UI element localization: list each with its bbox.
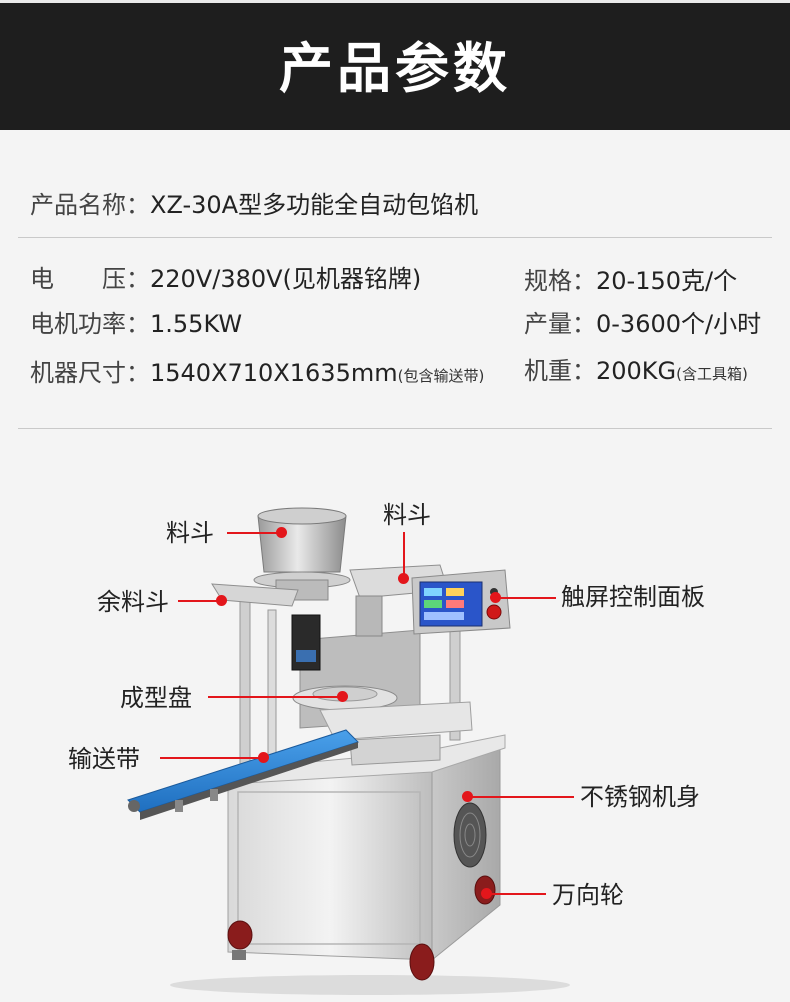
callout-touch-panel: 触屏控制面板 (561, 583, 705, 611)
conveyor-belt (127, 729, 359, 820)
cabinet-front (227, 769, 433, 961)
line-hopper-top (403, 532, 405, 576)
line-steel-body (470, 796, 574, 798)
callout-hopper-left: 料斗 (166, 519, 214, 547)
dot-steel-body (462, 791, 473, 802)
spec-product-name: 产品名称：XZ-30A型多功能全自动包馅机 (30, 190, 478, 220)
column-left (239, 599, 251, 771)
size-value: 1540X710X1635mm (150, 359, 398, 387)
dot-hopper-left (276, 527, 287, 538)
spec-spec: 规格：20-150克/个 (524, 266, 737, 296)
spec-size: 机器尺寸：1540X710X1635mm(包含输送带) (30, 358, 484, 391)
callout-residue-hopper: 余料斗 (97, 588, 169, 616)
caster-front-left (227, 920, 253, 960)
line-touch-panel (498, 597, 556, 599)
spec-value: 20-150克/个 (596, 267, 738, 295)
dot-conveyor (258, 752, 269, 763)
voltage-label-2: 压： (102, 265, 150, 293)
dot-touch-panel (490, 592, 501, 603)
weight-note: (含工具箱) (676, 365, 748, 383)
product-name-value: XZ-30A型多功能全自动包馅机 (150, 191, 479, 219)
product-name-label: 产品名称： (30, 191, 150, 219)
page-title: 产品参数 (279, 37, 511, 100)
size-note: (包含输送带) (397, 367, 485, 385)
divider-bottom (18, 428, 772, 429)
cabinet-door (237, 791, 421, 945)
output-value: 0-3600个/小时 (596, 310, 762, 338)
power-value: 1.55KW (150, 310, 243, 338)
weight-label: 机重： (524, 357, 596, 385)
line-residue-hopper (178, 600, 218, 602)
callout-hopper-top: 料斗 (383, 501, 431, 529)
line-casters (490, 893, 546, 895)
divider-top (18, 237, 772, 238)
callout-conveyor: 输送带 (68, 745, 140, 773)
spec-output: 产量：0-3600个/小时 (524, 309, 761, 339)
spec-power: 电机功率：1.55KW (30, 309, 242, 339)
output-label: 产量： (524, 310, 596, 338)
dot-residue-hopper (216, 595, 227, 606)
size-label: 机器尺寸： (30, 359, 150, 387)
callout-forming-plate: 成型盘 (120, 684, 192, 712)
callout-steel-body: 不锈钢机身 (580, 783, 700, 811)
line-conveyor (160, 757, 260, 759)
caster-front-right (409, 943, 435, 981)
voltage-label-1: 电 (30, 265, 54, 293)
emergency-stop (486, 604, 502, 620)
spec-label: 规格： (524, 267, 596, 295)
control-panel (411, 569, 511, 635)
spec-voltage: 电 压：220V/380V(见机器铭牌) (30, 264, 421, 294)
front-deck (319, 701, 473, 741)
callout-casters: 万向轮 (552, 881, 624, 909)
spec-weight: 机重：200KG(含工具箱) (524, 356, 748, 389)
fan-vent (453, 802, 487, 868)
column-mid (267, 609, 277, 761)
shadow (170, 975, 570, 995)
voltage-value: 220V/380V(见机器铭牌) (150, 265, 422, 293)
dot-forming-plate (337, 691, 348, 702)
weight-value: 200KG (596, 357, 677, 385)
residue-hopper (211, 583, 299, 607)
dot-casters (481, 888, 492, 899)
dot-hopper-top (398, 573, 409, 584)
line-forming-plate (208, 696, 338, 698)
power-label: 电机功率： (30, 310, 150, 338)
line-hopper-left (227, 532, 279, 534)
page-header: 产品参数 (0, 0, 790, 130)
